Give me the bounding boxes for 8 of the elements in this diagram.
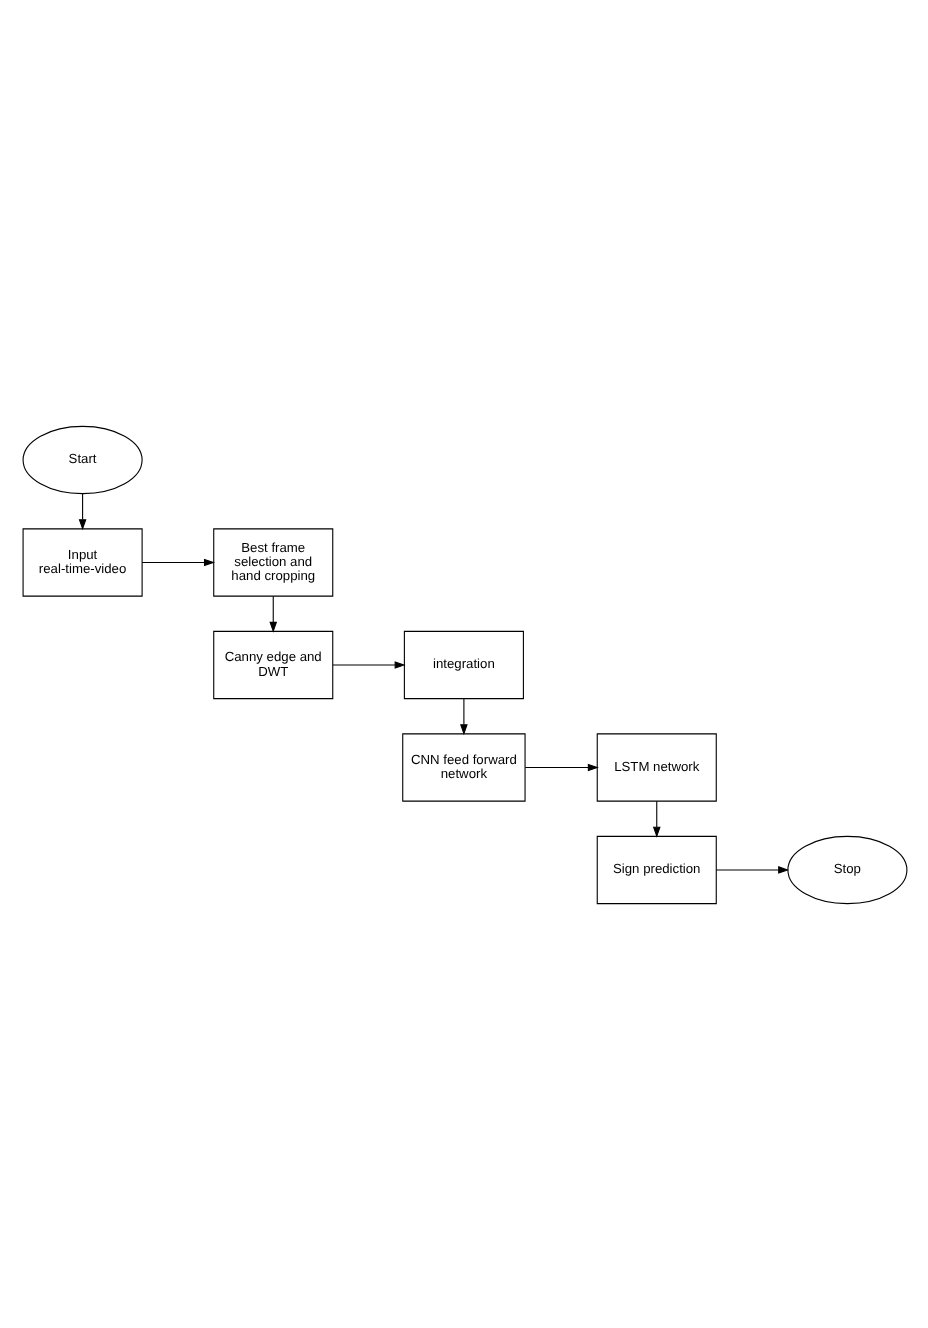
arrow bbox=[140, 557, 214, 566]
arrow bbox=[268, 594, 277, 632]
arrow bbox=[331, 660, 405, 668]
arrow bbox=[523, 762, 598, 771]
arrow bbox=[651, 799, 660, 837]
arrow bbox=[77, 492, 86, 530]
arrow bbox=[459, 697, 467, 735]
arrow bbox=[714, 865, 789, 873]
